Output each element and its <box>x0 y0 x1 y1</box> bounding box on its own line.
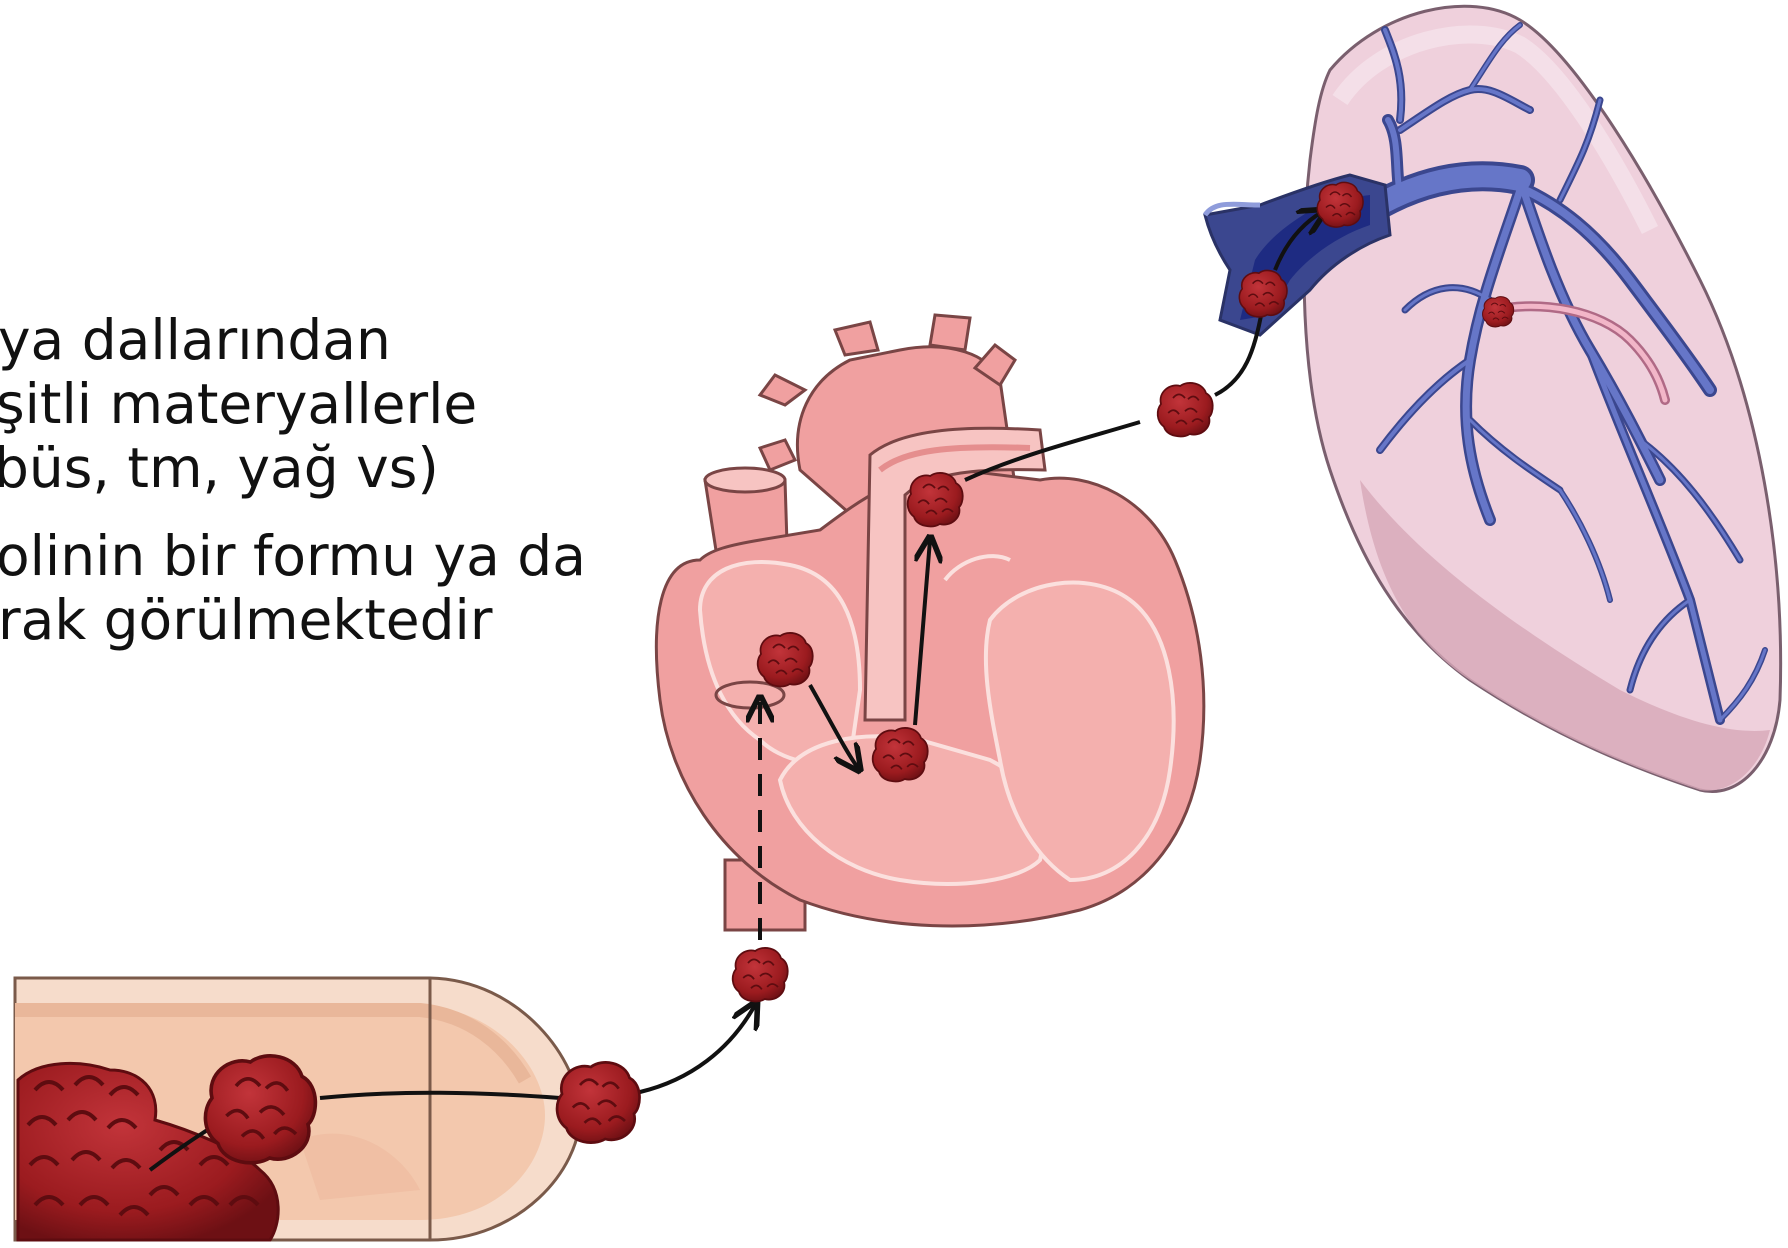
lung-icon <box>1205 6 1781 791</box>
heart-icon <box>656 315 1203 930</box>
